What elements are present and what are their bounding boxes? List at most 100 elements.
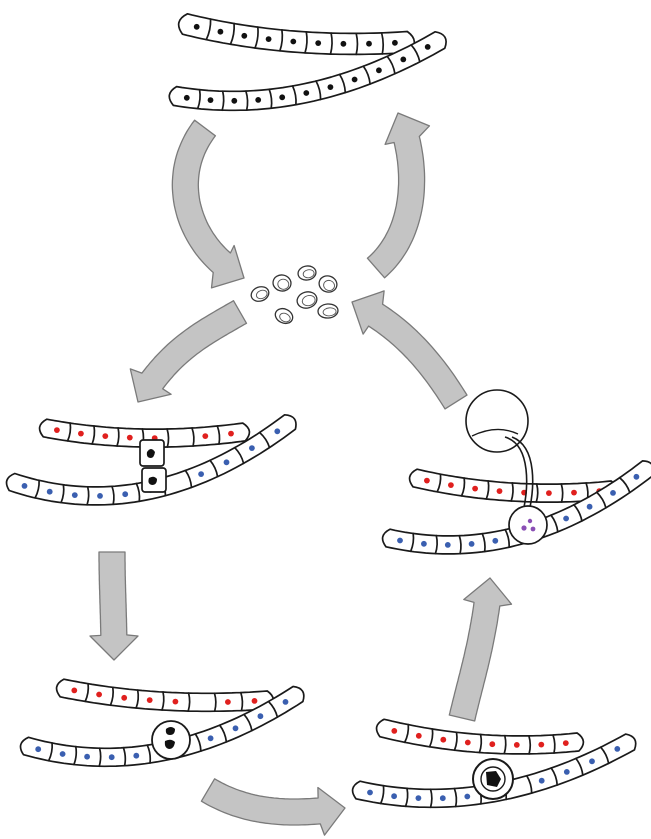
spore-outline (274, 307, 294, 325)
nucleus (496, 488, 503, 494)
nucleus (202, 433, 209, 439)
cell-wall (91, 425, 96, 445)
nucleus (303, 90, 310, 96)
germ-tube (511, 436, 534, 513)
cell-wall (528, 735, 532, 755)
cell-wall (184, 469, 193, 489)
nucleus (78, 430, 84, 437)
nucleus (35, 746, 42, 753)
nucleus (415, 732, 422, 739)
gamete (165, 727, 175, 735)
spore-inner (301, 295, 316, 307)
cell-wall (550, 767, 559, 786)
cell-wall (229, 22, 236, 46)
nucleus (464, 793, 471, 800)
nucleus (400, 56, 407, 63)
filament-bottomright-plus (375, 718, 585, 755)
nucleus (424, 477, 430, 484)
cell-wall (86, 485, 90, 506)
filament-outline (38, 418, 251, 448)
cell-wall (213, 692, 217, 713)
sporangium (465, 389, 529, 453)
spore-outline (250, 286, 270, 302)
nucleus (472, 485, 478, 492)
nucleus (265, 36, 272, 42)
nucleus (223, 459, 230, 466)
nucleus (614, 746, 621, 752)
nucleus (257, 713, 264, 720)
nucleus (424, 44, 431, 50)
cell-wall (458, 534, 462, 555)
arrow-spores-to-conjugation (129, 300, 248, 403)
spore-inner (255, 289, 268, 300)
cell-wall (485, 480, 490, 500)
nucleus (315, 40, 322, 46)
nucleus (489, 741, 496, 748)
nucleus (538, 741, 545, 748)
cell-wall (404, 787, 409, 808)
filament-outline (375, 718, 585, 755)
cell-wall (453, 787, 458, 808)
cell-wall (550, 514, 559, 533)
nucleus (193, 23, 200, 30)
nucleus (46, 488, 53, 495)
nucleus (122, 491, 129, 498)
arrow-filaments-to-spores (171, 119, 245, 289)
cell-wall (525, 774, 533, 794)
nucleus (444, 542, 451, 548)
nucleus (464, 739, 471, 746)
nucleus (633, 473, 640, 480)
nucleus (207, 97, 214, 103)
nucleus (391, 728, 398, 734)
nucleus (172, 698, 179, 705)
spore-outline (318, 275, 338, 293)
cell-wall (216, 425, 221, 445)
nucleus (121, 694, 128, 701)
cell-wall (291, 85, 297, 106)
nucleus (392, 39, 398, 46)
cell-wall (552, 734, 556, 754)
nucleus (133, 752, 140, 759)
nucleus (589, 758, 595, 765)
arrow-zygospore-to-germination (448, 577, 513, 722)
nucleus (225, 699, 231, 705)
cell-wall (239, 691, 244, 712)
cell-wall (267, 700, 279, 718)
nucleus (54, 427, 60, 433)
nucleus (183, 94, 190, 101)
nucleus (351, 76, 358, 83)
cell-wall (409, 532, 415, 553)
spore (296, 291, 318, 309)
nucleus (228, 430, 234, 437)
cell-wall (434, 534, 439, 555)
nucleus (563, 515, 569, 522)
nucleus (71, 492, 78, 498)
cell-wall (535, 483, 539, 503)
cell-wall (460, 477, 466, 497)
cell-wall (504, 528, 510, 549)
nucleus (376, 67, 382, 74)
cell-wall (429, 788, 433, 809)
cell-wall (510, 482, 514, 502)
filament-right-plus (408, 468, 619, 503)
cell-wall (243, 713, 253, 732)
cell-wall (258, 431, 271, 449)
nucleus (251, 698, 258, 704)
cell-wall (98, 747, 102, 768)
spore (317, 303, 339, 319)
cell-wall (47, 742, 54, 762)
cell-wall (146, 744, 152, 764)
cell-wall (221, 90, 225, 112)
cell-wall (279, 29, 284, 52)
cell-wall (599, 746, 610, 765)
nucleus (96, 691, 102, 698)
cell-wall (135, 482, 141, 503)
cell-wall (410, 44, 421, 63)
nucleus (468, 541, 475, 547)
cell-wall (122, 746, 127, 767)
nucleus (492, 537, 499, 544)
cell-wall (304, 31, 308, 54)
cell-wall (379, 784, 385, 805)
spore-inner (277, 278, 290, 290)
zygote-nucleus (486, 771, 501, 787)
